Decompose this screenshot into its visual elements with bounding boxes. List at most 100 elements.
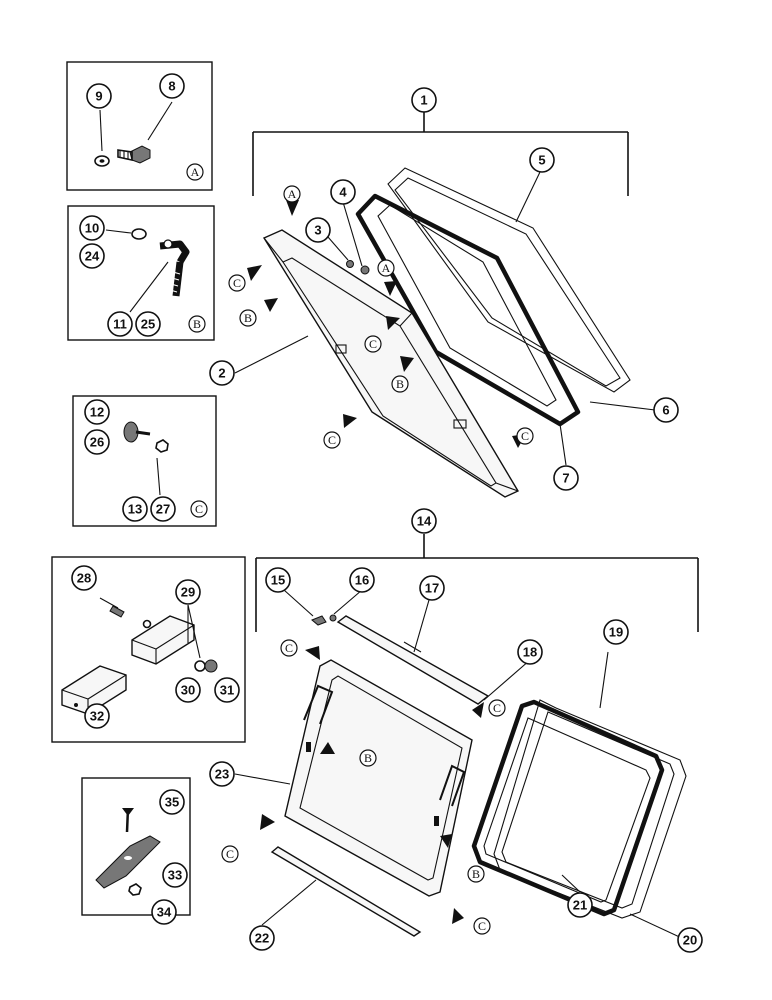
callout-7: 7 <box>553 465 579 491</box>
view-letter-b: B <box>359 749 377 767</box>
callout-33: 33 <box>162 862 188 888</box>
svg-text:31: 31 <box>220 683 234 698</box>
view-letter-c: C <box>228 274 246 292</box>
callout-8: 8 <box>159 73 185 99</box>
svg-text:C: C <box>478 919 486 933</box>
knob-part <box>123 421 151 443</box>
upper-assembly-bracket <box>252 112 629 196</box>
svg-text:A: A <box>191 165 200 179</box>
callout-9: 9 <box>86 83 112 109</box>
callout-11: 11 <box>107 311 133 337</box>
nut-part <box>155 439 169 453</box>
callout-22: 22 <box>249 925 275 951</box>
svg-text:18: 18 <box>523 645 537 660</box>
washer-part <box>94 155 110 167</box>
svg-text:33: 33 <box>168 868 182 883</box>
callout-3: 3 <box>305 217 331 243</box>
svg-text:A: A <box>382 261 391 275</box>
callout-14: 14 <box>411 508 437 534</box>
callout-34: 34 <box>151 899 177 925</box>
svg-text:16: 16 <box>355 573 369 588</box>
svg-text:20: 20 <box>683 933 697 948</box>
glass-panel-part <box>387 167 631 393</box>
inset-a <box>66 61 213 191</box>
svg-text:22: 22 <box>255 931 269 946</box>
svg-text:26: 26 <box>90 435 104 450</box>
callout-31: 31 <box>214 677 240 703</box>
callout-5: 5 <box>529 147 555 173</box>
svg-text:1: 1 <box>420 93 427 108</box>
svg-text:C: C <box>226 847 234 861</box>
svg-text:C: C <box>233 276 241 290</box>
view-letter-a: A <box>186 163 204 181</box>
svg-text:10: 10 <box>85 221 99 236</box>
svg-text:34: 34 <box>157 905 172 920</box>
svg-text:2: 2 <box>218 366 225 381</box>
svg-text:15: 15 <box>271 573 285 588</box>
view-letter-c: C <box>473 917 491 935</box>
svg-text:24: 24 <box>85 249 100 264</box>
bolt-part <box>117 145 151 164</box>
view-letter-c: C <box>364 335 382 353</box>
svg-text:27: 27 <box>156 502 170 517</box>
lower-assembly-bracket <box>255 534 699 632</box>
callout-19: 19 <box>603 619 629 645</box>
svg-text:7: 7 <box>562 471 569 486</box>
view-letter-b: B <box>467 865 485 883</box>
view-letter-c: C <box>280 639 298 657</box>
svg-text:32: 32 <box>90 709 104 724</box>
view-letter-c: C <box>323 431 341 449</box>
svg-text:30: 30 <box>181 683 195 698</box>
view-letter-a: A <box>377 259 395 277</box>
callout-25: 25 <box>135 311 161 337</box>
callout-27: 27 <box>150 496 176 522</box>
view-letter-a: A <box>283 185 301 203</box>
callout-23: 23 <box>209 761 235 787</box>
inset-b <box>67 205 215 341</box>
view-letter-b: B <box>239 309 257 327</box>
bracket-part <box>131 615 195 665</box>
svg-text:8: 8 <box>168 79 175 94</box>
svg-text:5: 5 <box>538 153 545 168</box>
svg-text:13: 13 <box>128 502 142 517</box>
callout-20: 20 <box>677 927 703 953</box>
svg-text:C: C <box>195 502 203 516</box>
callout-28: 28 <box>71 565 97 591</box>
svg-text:B: B <box>244 311 252 325</box>
callout-10: 10 <box>79 215 105 241</box>
inset-bracket <box>51 556 246 743</box>
callout-29: 29 <box>175 579 201 605</box>
window-frame-part <box>262 229 519 498</box>
svg-text:C: C <box>521 429 529 443</box>
callout-16: 16 <box>349 567 375 593</box>
svg-text:17: 17 <box>425 581 439 596</box>
inset-strip <box>81 777 191 916</box>
svg-text:4: 4 <box>339 185 347 200</box>
callout-12: 12 <box>84 399 110 425</box>
svg-text:35: 35 <box>165 795 179 810</box>
svg-text:6: 6 <box>662 403 669 418</box>
svg-text:12: 12 <box>90 405 104 420</box>
svg-text:11: 11 <box>113 317 127 332</box>
callout-17: 17 <box>419 575 445 601</box>
callout-24: 24 <box>79 243 105 269</box>
svg-text:9: 9 <box>95 89 102 104</box>
callout-30: 30 <box>175 677 201 703</box>
svg-text:B: B <box>364 751 372 765</box>
callout-15: 15 <box>265 567 291 593</box>
inset-c <box>72 395 217 527</box>
view-letter-c: C <box>516 427 534 445</box>
svg-text:B: B <box>472 867 480 881</box>
view-letter-b: B <box>391 375 409 393</box>
seal-part <box>471 699 665 917</box>
view-letter-c: C <box>190 500 208 518</box>
callout-13: 13 <box>122 496 148 522</box>
svg-text:14: 14 <box>417 514 432 529</box>
svg-text:C: C <box>285 641 293 655</box>
glass-panel-part <box>493 699 687 919</box>
svg-text:28: 28 <box>77 571 91 586</box>
washer-part <box>131 228 147 240</box>
